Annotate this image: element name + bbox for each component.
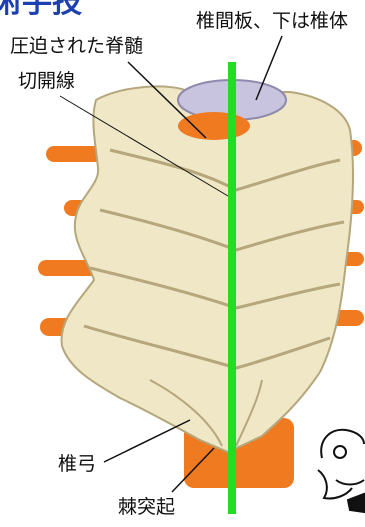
compressed-spinal-cord [178, 112, 250, 140]
incision-line [228, 62, 236, 514]
cartoon-figure [318, 430, 364, 512]
vertebrae [62, 86, 353, 452]
title-fragment: 術手技 [0, 0, 82, 18]
label-spinous-process: 棘突起 [118, 498, 175, 517]
label-disc-and-body: 椎間板、下は椎体 [196, 12, 348, 31]
label-incision-line: 切開線 [18, 72, 75, 91]
label-lamina: 椎弓 [58, 455, 96, 474]
leader-line-lamina [104, 420, 190, 462]
label-compressed-cord: 圧迫された脊髄 [10, 37, 143, 56]
